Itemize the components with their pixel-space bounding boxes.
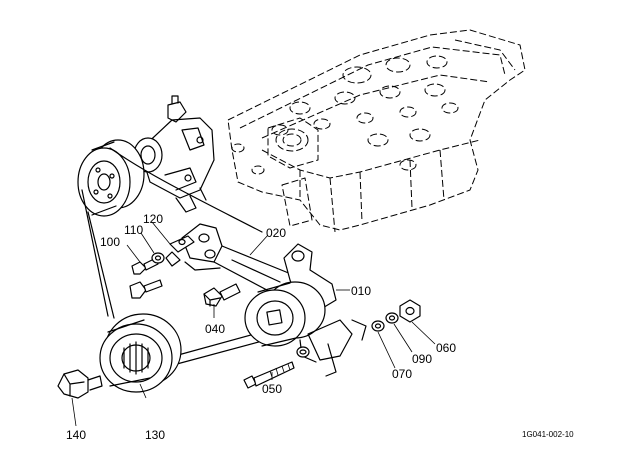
lock-washer-090 (385, 312, 399, 324)
water-pump (133, 95, 215, 213)
nut-060 (399, 299, 421, 323)
crankshaft-pulley (99, 313, 182, 393)
label-060: 060 (436, 341, 456, 355)
label-020: 020 (266, 226, 286, 240)
label-050: 050 (262, 382, 282, 396)
tension-pulley-assembly (244, 243, 367, 377)
bolt-040 (203, 283, 241, 307)
label-010: 010 (351, 284, 371, 298)
drawing-reference-code: 1G041-002-10 (522, 430, 574, 439)
bolt-050 (243, 361, 295, 389)
washer-070 (371, 320, 385, 332)
label-140: 140 (66, 428, 86, 442)
washer-110 (151, 252, 165, 264)
engine-block-outline (227, 29, 526, 233)
label-100: 100 (100, 235, 120, 249)
label-070: 070 (392, 367, 412, 381)
label-110: 110 (124, 223, 143, 237)
label-040: 040 (205, 322, 225, 336)
pump-pulley (77, 139, 145, 217)
label-130: 130 (145, 428, 165, 442)
lower-bolt (129, 279, 163, 299)
pulley-bolt (57, 369, 103, 399)
label-120: 120 (143, 212, 163, 226)
leader-lines (71, 221, 436, 427)
part-labels: 010 020 040 050 060 070 090 100 110 120 … (66, 212, 456, 442)
spacer (296, 346, 310, 358)
plate-120 (165, 235, 195, 267)
label-090: 090 (412, 352, 432, 366)
